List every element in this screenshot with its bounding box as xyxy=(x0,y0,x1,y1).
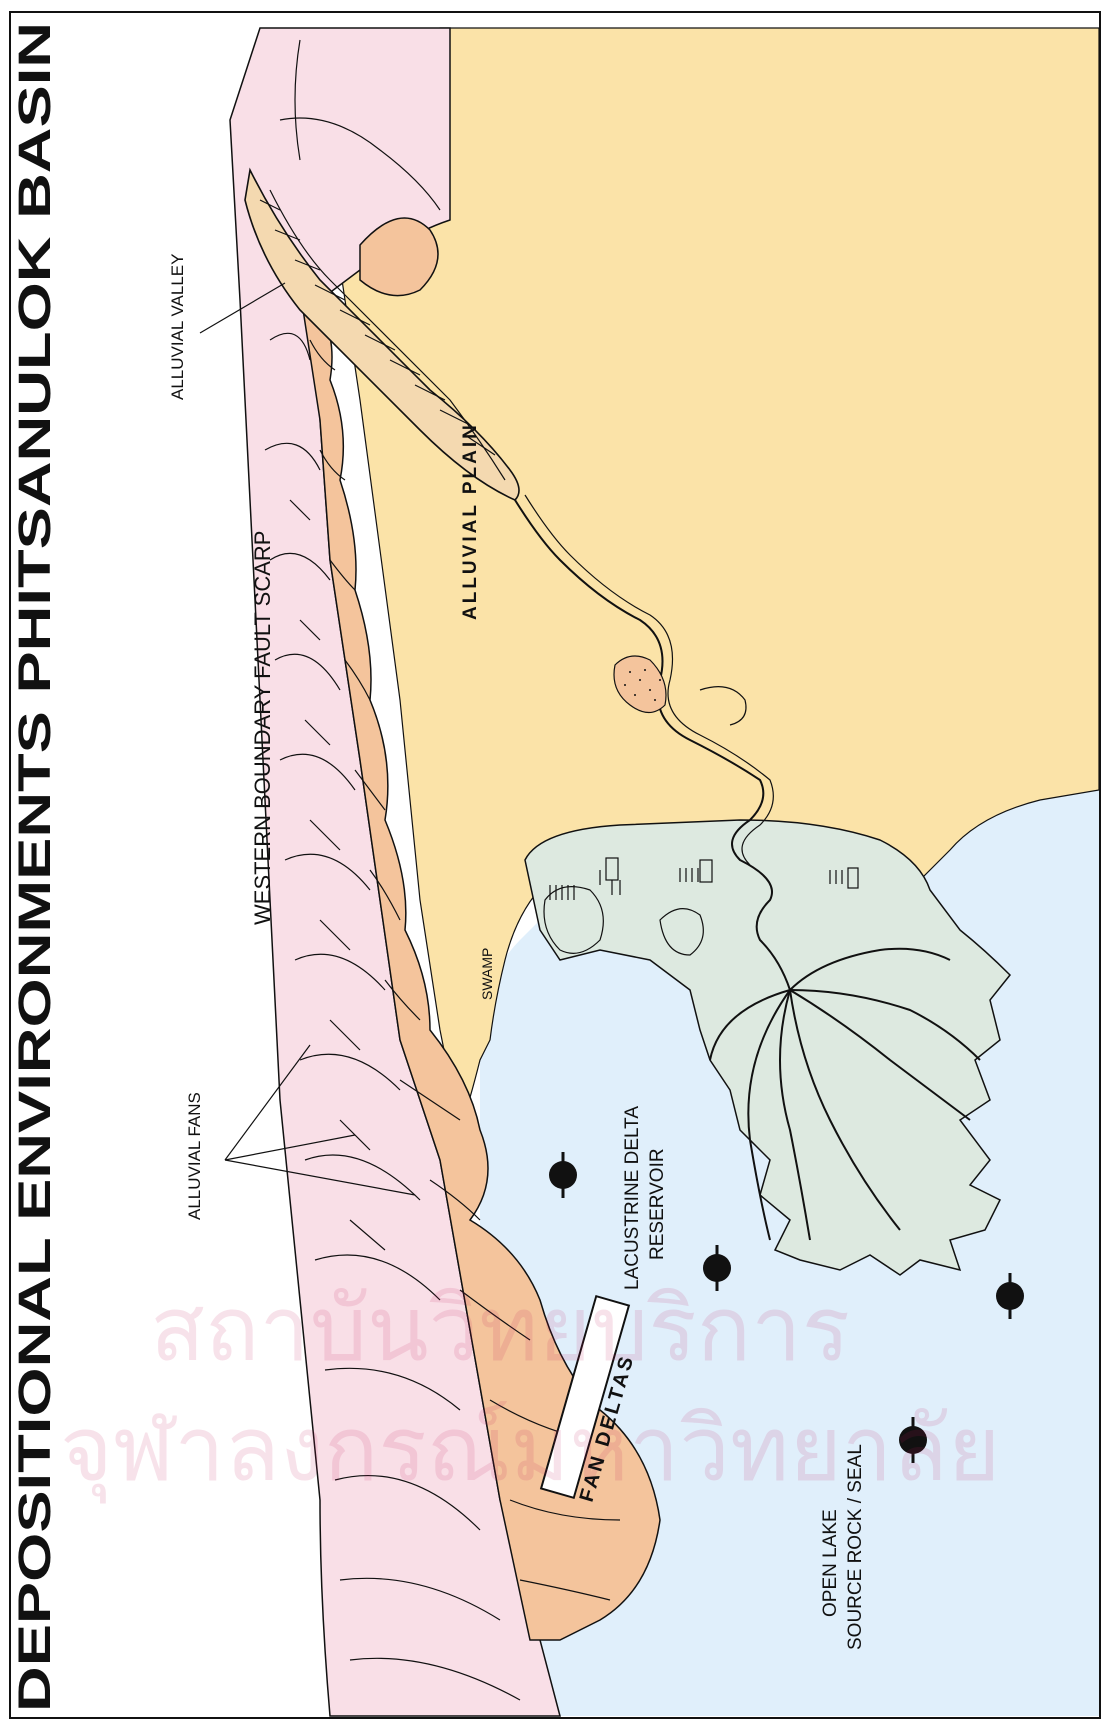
label-lacustrine-delta: LACUSTRINE DELTA xyxy=(622,1106,643,1290)
label-source-rock-seal: SOURCE ROCK / SEAL xyxy=(845,1444,866,1650)
label-fault-scarp: WESTERN BOUNDARY FAULT SCARP xyxy=(250,531,275,925)
label-alluvial-valley: ALLUVIAL VALLEY xyxy=(168,254,187,400)
label-reservoir: RESERVOIR xyxy=(647,1148,668,1260)
label-swamp: SWAMP xyxy=(479,948,495,1000)
watermark-line1: สถาบันวิทยบริการ xyxy=(150,1280,850,1380)
diagram-title: DEPOSITIONAL ENVIRONMENTS PHITSANULOK BA… xyxy=(9,22,60,1712)
label-alluvial-fans: ALLUVIAL FANS xyxy=(185,1092,204,1220)
label-open-lake: OPEN LAKE xyxy=(820,1509,841,1617)
label-alluvial-plain: ALLUVIAL PLAIN xyxy=(460,422,481,620)
